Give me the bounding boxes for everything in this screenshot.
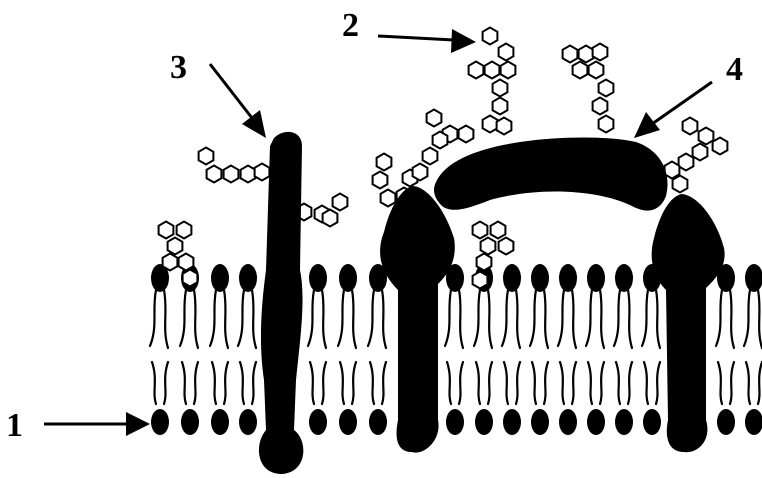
peripheral-protein-arch (434, 138, 668, 211)
transmembrane-protein-narrow (259, 132, 303, 474)
channel-protein-right (652, 194, 725, 452)
phospholipid (614, 264, 633, 435)
arrow-4 (634, 82, 712, 138)
phospholipid (238, 264, 257, 435)
glycoprotein-chain-right-channel (665, 118, 728, 193)
callout-1: 1 (6, 407, 23, 444)
callout-3: 3 (170, 49, 187, 86)
phospholipid (180, 264, 199, 435)
arrow-1 (44, 412, 150, 436)
phospholipid (445, 264, 464, 435)
phospholipid (530, 264, 549, 435)
phospholipid (474, 264, 493, 435)
phospholipid (150, 264, 169, 435)
glycoprotein-chain-3-right (297, 194, 348, 227)
phospholipid (558, 264, 577, 435)
phospholipid (338, 264, 357, 435)
callout-4: 4 (726, 51, 743, 88)
glycoprotein-chain-4 (563, 44, 614, 133)
arrow-3 (210, 64, 266, 138)
phospholipid (308, 264, 327, 435)
phospholipid (368, 264, 387, 435)
phospholipid (716, 264, 735, 435)
arrow-2 (378, 29, 476, 53)
phospholipid (744, 264, 762, 435)
callout-2: 2 (342, 7, 359, 44)
phospholipid (642, 264, 661, 435)
phospholipid (210, 264, 229, 435)
phospholipid (586, 264, 605, 435)
phospholipid (502, 264, 521, 435)
glycoprotein-chain-3-left (199, 148, 270, 183)
channel-protein-left (380, 186, 455, 453)
glycoprotein-chain-2 (469, 28, 516, 135)
